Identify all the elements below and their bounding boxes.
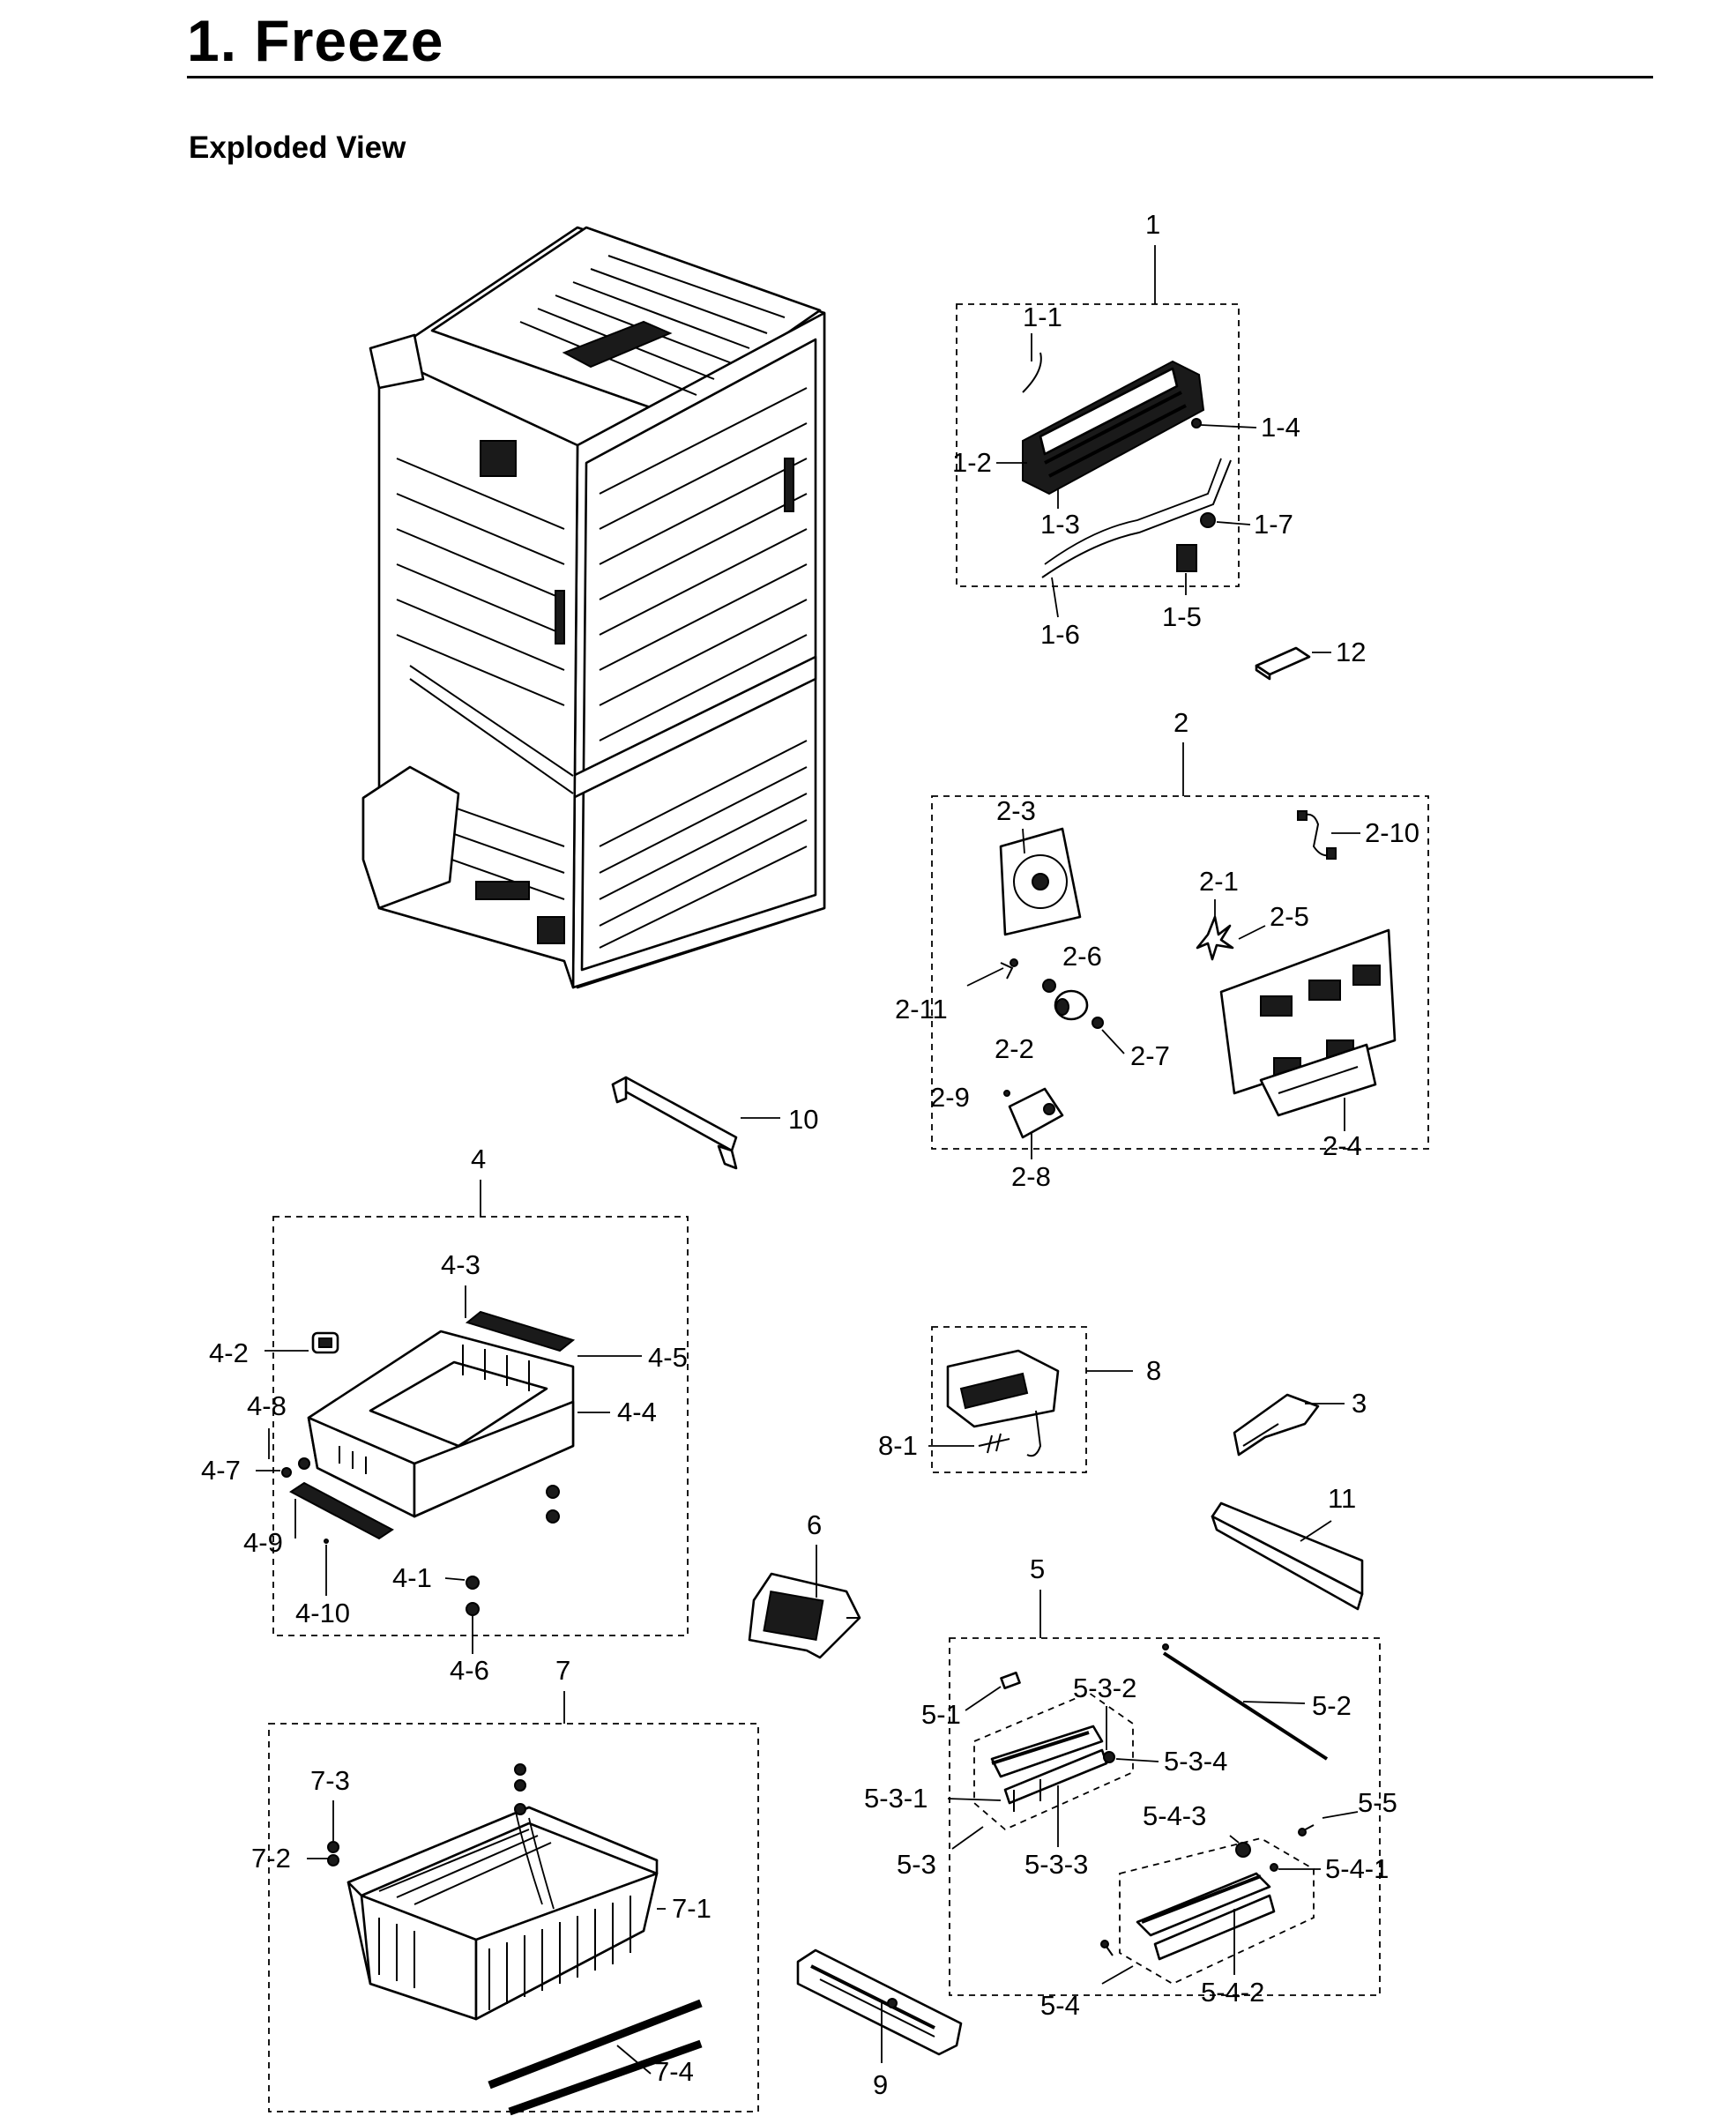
evaporator-drawing xyxy=(1022,352,1232,578)
group-7-box xyxy=(268,1723,759,2112)
label-2-10: 2-10 xyxy=(1365,817,1419,848)
label-7-3: 7-3 xyxy=(310,1765,350,1796)
label-7-2: 7-2 xyxy=(251,1843,291,1874)
label-2-4: 2-4 xyxy=(1322,1130,1362,1161)
label-5-4: 5-4 xyxy=(1040,1990,1080,2021)
label-1-5: 1-5 xyxy=(1162,601,1202,632)
label-1: 1 xyxy=(1145,209,1160,240)
label-5-3-3: 5-3-3 xyxy=(1024,1849,1088,1880)
label-5-3-2: 5-3-2 xyxy=(1073,1673,1136,1703)
lower-basket-drawing xyxy=(327,1763,703,2116)
label-5-4-3: 5-4-3 xyxy=(1143,1800,1206,1831)
upper-drawer-drawing xyxy=(281,1310,576,1616)
label-12: 12 xyxy=(1336,637,1366,667)
title-underline xyxy=(187,76,1653,78)
label-2: 2 xyxy=(1173,707,1188,738)
label-2-9: 2-9 xyxy=(930,1082,970,1113)
label-5-3-4: 5-3-4 xyxy=(1164,1746,1227,1777)
label-4-5: 4-5 xyxy=(648,1342,688,1373)
label-5-4-2: 5-4-2 xyxy=(1201,1977,1264,2008)
label-10: 10 xyxy=(788,1104,818,1135)
label-5: 5 xyxy=(1030,1553,1045,1584)
label-5-1: 5-1 xyxy=(921,1699,961,1730)
label-2-7: 2-7 xyxy=(1130,1040,1170,1071)
label-4: 4 xyxy=(471,1144,486,1174)
part-3-drawing xyxy=(1233,1393,1320,1457)
label-5-2: 5-2 xyxy=(1312,1690,1352,1721)
label-11: 11 xyxy=(1328,1483,1356,1514)
part-8-drawing xyxy=(946,1349,1060,1457)
label-4-1: 4-1 xyxy=(392,1562,432,1593)
label-2-3: 2-3 xyxy=(996,795,1036,826)
label-2-6: 2-6 xyxy=(1062,941,1102,972)
label-1-3: 1-3 xyxy=(1040,509,1080,540)
part-9-drawing xyxy=(796,1948,963,2056)
label-2-5: 2-5 xyxy=(1270,901,1309,932)
label-4-8: 4-8 xyxy=(247,1390,287,1421)
label-7-4: 7-4 xyxy=(654,2056,694,2087)
group-1-box xyxy=(956,303,1240,587)
fan-assembly-drawing xyxy=(999,810,1397,1139)
label-4-10: 4-10 xyxy=(295,1598,350,1628)
label-2-8: 2-8 xyxy=(1011,1161,1051,1192)
part-11-drawing xyxy=(1211,1501,1364,1611)
label-2-11: 2-11 xyxy=(895,994,948,1024)
label-9: 9 xyxy=(873,2069,888,2100)
group-5-4-box xyxy=(1119,1837,1315,1986)
label-4-6: 4-6 xyxy=(450,1655,489,1686)
label-3: 3 xyxy=(1352,1388,1367,1419)
label-5-3-1: 5-3-1 xyxy=(864,1783,928,1814)
label-8: 8 xyxy=(1146,1355,1161,1386)
label-2-1: 2-1 xyxy=(1199,866,1239,897)
label-1-7: 1-7 xyxy=(1254,509,1293,540)
label-1-6: 1-6 xyxy=(1040,619,1080,650)
label-6: 6 xyxy=(807,1509,822,1540)
part-10-drawing xyxy=(611,1076,738,1170)
label-8-1: 8-1 xyxy=(878,1430,918,1461)
label-7-1: 7-1 xyxy=(672,1893,712,1924)
section-subtitle: Exploded View xyxy=(189,130,406,165)
label-4-3: 4-3 xyxy=(441,1249,481,1280)
part-6-drawing xyxy=(748,1572,861,1659)
label-7: 7 xyxy=(555,1655,570,1686)
label-5-5: 5-5 xyxy=(1358,1787,1397,1818)
label-5-3: 5-3 xyxy=(897,1849,936,1880)
label-4-4: 4-4 xyxy=(617,1397,657,1427)
label-4-2: 4-2 xyxy=(209,1337,249,1368)
slide-rail-drawing xyxy=(990,1643,1329,1961)
label-1-1: 1-1 xyxy=(1023,302,1062,332)
cabinet-drawing xyxy=(361,226,826,989)
group-5-box xyxy=(949,1637,1381,1996)
label-5-4-1: 5-4-1 xyxy=(1325,1853,1389,1884)
label-1-2: 1-2 xyxy=(952,447,992,478)
label-1-4: 1-4 xyxy=(1261,412,1300,443)
label-4-9: 4-9 xyxy=(243,1527,283,1558)
label-2-2: 2-2 xyxy=(995,1033,1034,1064)
page-title: 1. Freeze xyxy=(187,8,444,73)
label-4-7: 4-7 xyxy=(201,1455,241,1486)
